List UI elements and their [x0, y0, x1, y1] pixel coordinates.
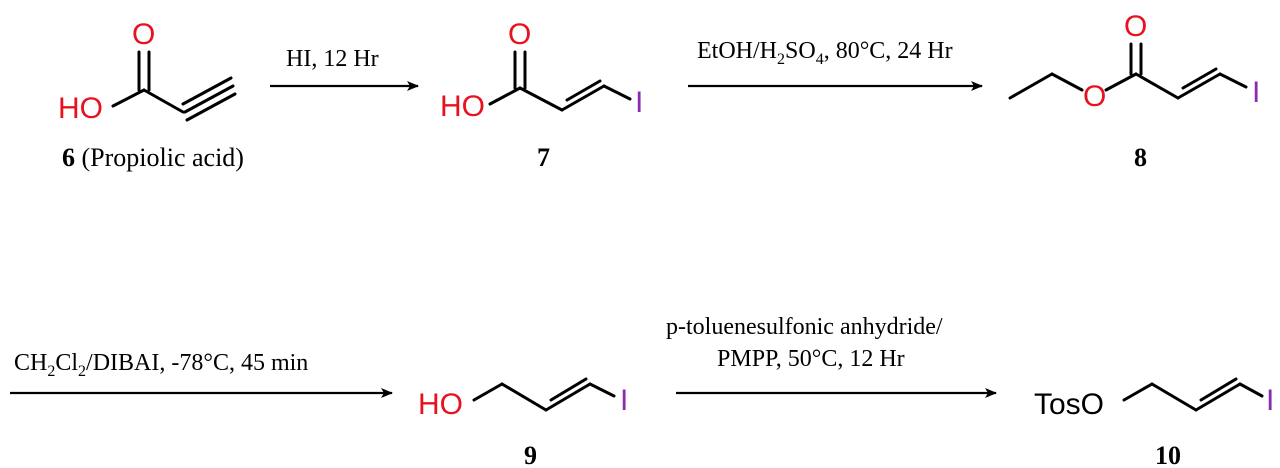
- bond-triple-c: [185, 92, 237, 122]
- bond-c-i: [1238, 382, 1264, 398]
- bond-triple-a: [181, 76, 233, 106]
- bond-c-c: [142, 88, 185, 114]
- bond-c-c-double-a: [1176, 72, 1222, 100]
- atom-o-ester: O: [1083, 80, 1106, 113]
- compound-6-structure: O HO: [58, 18, 237, 125]
- condition-step-4-line-2: PMPP, 50°C, 12 Hr: [717, 346, 905, 372]
- atom-toso: TosO: [1034, 388, 1104, 421]
- bond-o-ch2: [472, 382, 504, 402]
- atom-o: O: [508, 18, 531, 51]
- bond-o-c: [1104, 72, 1138, 92]
- compound-8-structure: O O I: [1008, 10, 1260, 113]
- compound-9-label: 9: [524, 441, 537, 468]
- atom-i: I: [1252, 76, 1260, 109]
- bond-c-i: [588, 382, 616, 398]
- atom-ho: HO: [58, 92, 103, 125]
- bond-c-oh: [111, 88, 146, 108]
- compound-6-label: 6 (Propiolic acid): [62, 143, 244, 172]
- compound-9-structure: HO I: [418, 377, 628, 421]
- atom-o-carbonyl: O: [1124, 10, 1147, 43]
- compound-7-label: 7: [537, 143, 550, 172]
- bond-c-c: [518, 86, 564, 112]
- bond-c-c-double-b: [565, 79, 602, 102]
- bond-c-c-double-b: [1181, 67, 1218, 90]
- atom-ho: HO: [440, 90, 485, 123]
- bond-o-ch2: [1122, 382, 1154, 402]
- bond-ch2-o: [1050, 72, 1084, 92]
- compound-10-label: 10: [1155, 441, 1181, 468]
- atom-i: I: [635, 86, 643, 119]
- atom-i: I: [620, 384, 628, 417]
- condition-step-1: HI, 12 Hr: [286, 46, 379, 72]
- atom-o: O: [132, 18, 155, 51]
- bond-c-c-double-a: [1194, 382, 1242, 412]
- bond-ch2-ch: [500, 382, 548, 412]
- atom-ho: HO: [418, 388, 463, 421]
- bond-c-i: [602, 84, 632, 101]
- bond-ch3-ch2: [1008, 72, 1054, 100]
- condition-step-4-line-1: p-toluenesulfonic anhydride/: [666, 314, 943, 340]
- compound-7-structure: O HO I: [440, 18, 643, 123]
- bond-triple-b: [183, 84, 235, 114]
- atom-i: I: [1266, 384, 1274, 417]
- condition-step-2: EtOH/H2SO4, 80°C, 24 Hr: [697, 38, 953, 68]
- bond-c-c-double-b: [549, 377, 588, 402]
- bond-c-oh: [488, 86, 522, 106]
- bond-c-c: [1134, 72, 1180, 100]
- compound-8-label: 8: [1134, 143, 1147, 172]
- bond-c-i: [1218, 72, 1248, 89]
- bond-c-c-double-b: [1199, 377, 1238, 402]
- bond-ch2-ch: [1150, 382, 1198, 412]
- compound-10-structure: TosO I: [1034, 377, 1274, 421]
- bond-c-c-double-a: [560, 84, 606, 112]
- bond-c-c-double-a: [544, 382, 592, 412]
- condition-step-3: CH2Cl2/DIBAI, -78°C, 45 min: [14, 350, 308, 380]
